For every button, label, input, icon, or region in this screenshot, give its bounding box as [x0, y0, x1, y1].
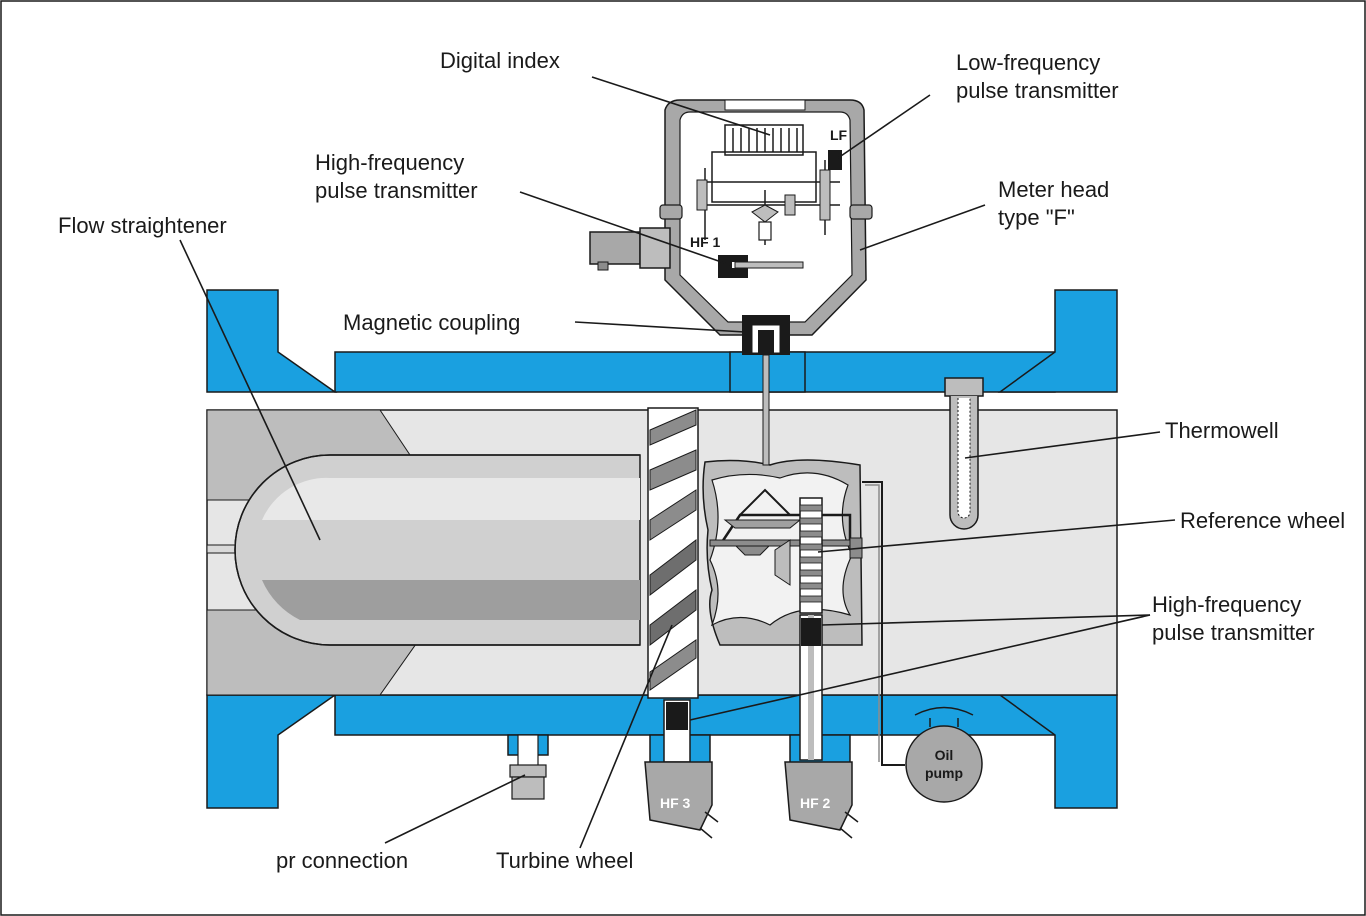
reference-wheel [799, 497, 823, 614]
label-hf-top-1: High-frequency [315, 150, 464, 175]
label-meter-head-1: Meter head [998, 177, 1109, 202]
oil-pump-label-1: Oil [935, 747, 954, 763]
label-thermowell: Thermowell [1165, 418, 1279, 443]
hf3-tag: HF 3 [660, 795, 691, 811]
label-lf-transmitter-1: Low-frequency [956, 50, 1100, 75]
lf-sensor [828, 150, 842, 170]
label-flow-straightener: Flow straightener [58, 213, 227, 238]
label-hf-right-2: pulse transmitter [1152, 620, 1315, 645]
hf2-tag: HF 2 [800, 795, 831, 811]
magnetic-coupling [742, 315, 790, 355]
label-hf-right-1: High-frequency [1152, 592, 1301, 617]
label-digital-index: Digital index [440, 48, 560, 73]
hf3-transmitter-probe [663, 699, 691, 763]
label-meter-head-2: type "F" [998, 205, 1075, 230]
labels: Digital index Low-frequency pulse transm… [58, 48, 1345, 873]
oil-pump-label-2: pump [925, 765, 963, 781]
hf2-connector: HF 2 [784, 761, 859, 839]
label-turbine-wheel: Turbine wheel [496, 848, 633, 873]
reference-wheel-housing [702, 459, 863, 646]
leader-lines [179, 76, 1176, 849]
hf1-tag: HF 1 [690, 234, 721, 250]
meter-head: HF 1 LF [589, 99, 873, 355]
label-pr-connection: pr connection [276, 848, 408, 873]
turbine-wheel [647, 407, 699, 699]
label-reference-wheel: Reference wheel [1180, 508, 1345, 533]
hf1-plug-connector [589, 227, 671, 271]
flange-top-right [997, 289, 1118, 393]
oil-pump: Oil pump [862, 481, 983, 803]
body-top-wall [334, 351, 1056, 393]
pr-connection-fitting [509, 734, 547, 800]
hf3-connector: HF 3 [644, 761, 719, 839]
label-lf-transmitter-2: pulse transmitter [956, 78, 1119, 103]
label-magnetic-coupling: Magnetic coupling [343, 310, 520, 335]
label-hf-top-2: pulse transmitter [315, 178, 478, 203]
hf1-sensor [718, 255, 748, 278]
thermowell [944, 377, 984, 530]
digital-index-counter [724, 124, 804, 156]
flow-straightener [234, 454, 641, 646]
hf2-transmitter-probe [799, 614, 823, 761]
lf-tag: LF [830, 127, 848, 143]
coupling-shaft [762, 354, 770, 466]
